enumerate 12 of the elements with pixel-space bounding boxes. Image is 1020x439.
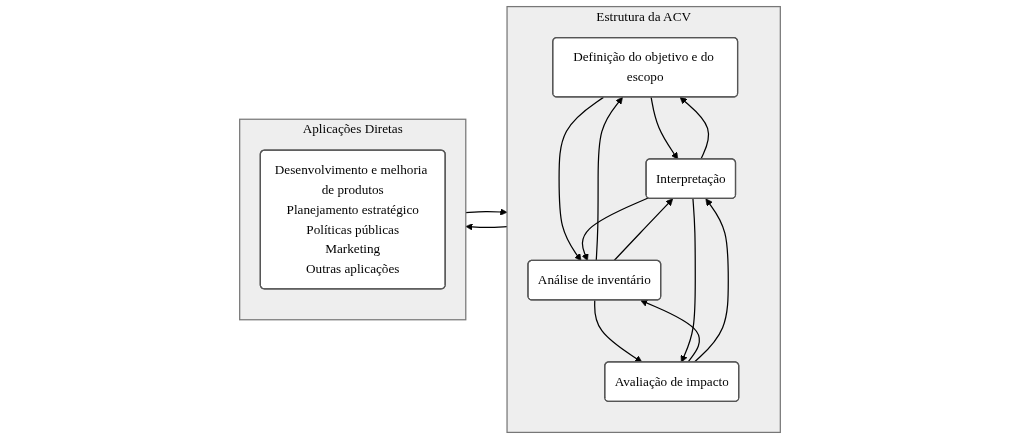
arrow	[640, 299, 700, 363]
arrow	[679, 97, 710, 160]
arrow	[465, 208, 508, 216]
arrow	[650, 96, 679, 160]
arrow	[558, 96, 605, 262]
arrow	[465, 223, 508, 231]
arrow	[613, 198, 674, 262]
arrow	[581, 197, 649, 262]
arrow	[680, 198, 696, 363]
arrow	[595, 97, 623, 262]
arrow	[594, 299, 643, 363]
arrow	[693, 198, 729, 363]
